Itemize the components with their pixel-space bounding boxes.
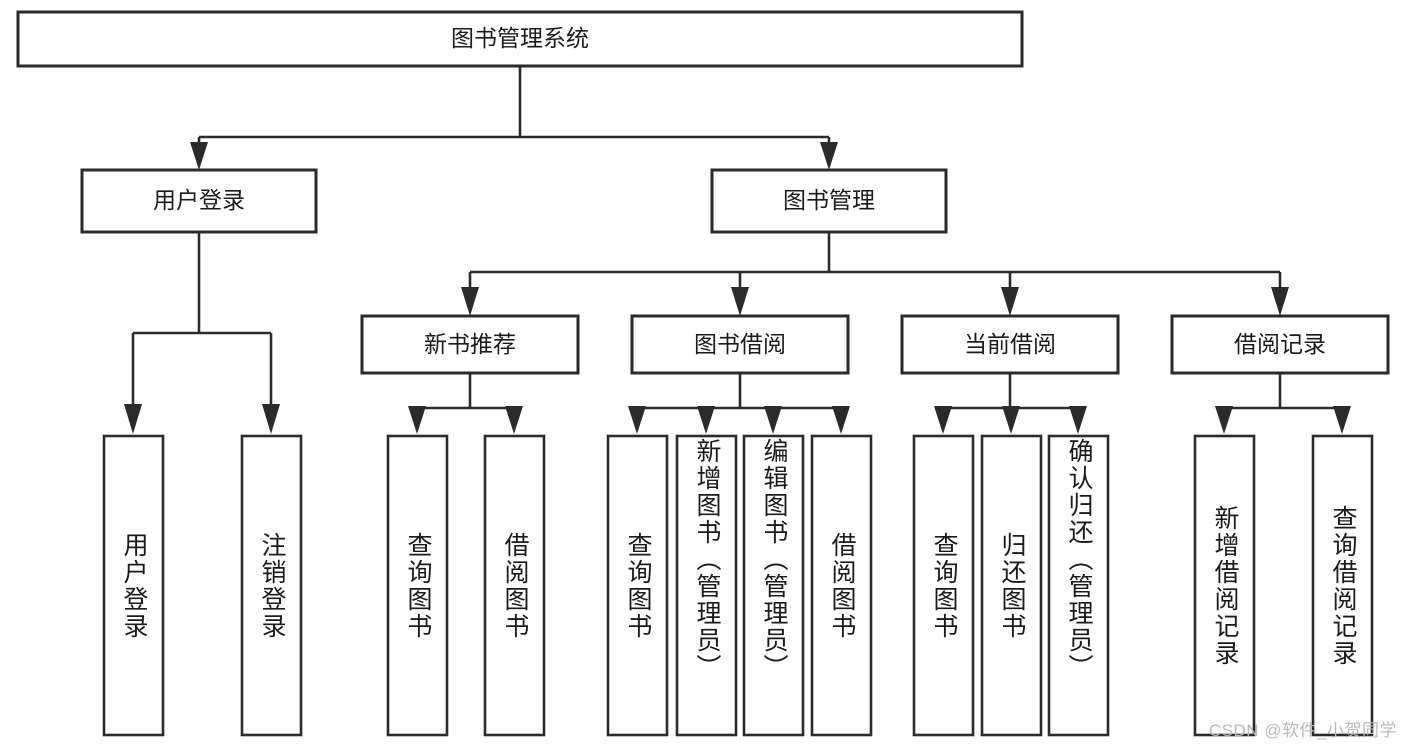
arrow-login-leaf-2 — [262, 404, 280, 434]
node-new-book-recommend[interactable]: 新书推荐 — [360, 314, 580, 375]
node-borrow-record-box — [1170, 314, 1390, 375]
connector-group-current-borrow — [934, 373, 1087, 434]
arrow-root-to-login — [190, 142, 208, 170]
leaf-box-new-book-2[interactable] — [483, 434, 546, 737]
arrow-borrow-leaf-4 — [832, 406, 850, 434]
node-current-borrow[interactable]: 当前借阅 — [900, 314, 1120, 375]
leaf-box-book-borrow-3[interactable] — [742, 434, 805, 737]
arrow-bookmgmt-to-current — [1001, 287, 1019, 316]
arrow-borrow-leaf-1 — [628, 406, 646, 434]
node-user-login-box — [80, 168, 318, 234]
node-current-borrow-box — [900, 314, 1120, 375]
node-book-management-label: 图书管理 — [783, 187, 875, 213]
node-user-login[interactable]: 用户登录 — [80, 168, 318, 234]
arrow-root-to-bookmgmt — [820, 142, 838, 170]
node-current-borrow-label: 当前借阅 — [964, 331, 1056, 357]
node-root[interactable]: 图书管理系统 — [16, 10, 1024, 68]
arrow-newbook-leaf-1 — [408, 406, 426, 434]
arrow-borrow-leaf-2 — [697, 406, 715, 434]
leaf-boxes-book-borrow — [606, 434, 873, 737]
node-borrow-record-label: 借阅记录 — [1234, 331, 1326, 357]
leaf-boxes-current-borrow — [912, 434, 1110, 737]
leaf-boxes-new-book — [386, 434, 546, 737]
node-root-label: 图书管理系统 — [451, 25, 589, 51]
leaf-boxes-borrow-record — [1193, 434, 1374, 737]
arrow-current-leaf-2 — [1002, 406, 1020, 434]
leaf-box-current-borrow-2[interactable] — [980, 434, 1043, 737]
leaf-box-borrow-record-1[interactable] — [1193, 434, 1256, 737]
connector-group-book-mgmt — [461, 232, 1289, 316]
arrow-record-leaf-1 — [1215, 406, 1233, 434]
node-book-borrow-box — [630, 314, 850, 375]
connector-group-borrow-record — [1215, 373, 1351, 434]
node-book-management-box — [710, 168, 948, 234]
connector-group-root — [190, 66, 838, 170]
leaf-box-book-borrow-1[interactable] — [606, 434, 669, 737]
arrow-current-leaf-3 — [1069, 406, 1087, 434]
node-new-book-recommend-label: 新书推荐 — [424, 331, 516, 357]
arrow-record-leaf-2 — [1333, 406, 1351, 434]
arrow-bookmgmt-to-record — [1271, 287, 1289, 316]
connector-group-new-book — [408, 373, 523, 434]
node-root-box — [16, 10, 1024, 68]
leaf-box-current-borrow-3[interactable] — [1047, 434, 1110, 737]
node-book-management[interactable]: 图书管理 — [710, 168, 948, 234]
connector-group-book-borrow — [628, 373, 850, 434]
connector-group-user-login — [124, 232, 280, 434]
leaf-box-user-login-1[interactable] — [102, 434, 165, 737]
arrow-borrow-leaf-3 — [764, 406, 782, 434]
leaf-box-new-book-1[interactable] — [386, 434, 449, 737]
arrow-bookmgmt-to-borrow — [731, 287, 749, 316]
node-book-borrow[interactable]: 图书借阅 — [630, 314, 850, 375]
node-borrow-record[interactable]: 借阅记录 — [1170, 314, 1390, 375]
arrow-newbook-leaf-2 — [505, 406, 523, 434]
arrow-current-leaf-1 — [934, 406, 952, 434]
leaf-box-book-borrow-4[interactable] — [810, 434, 873, 737]
arrow-bookmgmt-to-new-book — [461, 287, 479, 316]
csdn-watermark: CSDN @软件_小贺同学 — [1208, 721, 1397, 740]
leaf-boxes-user-login — [102, 434, 303, 737]
leaf-box-borrow-record-2[interactable] — [1311, 434, 1374, 737]
node-user-login-label: 用户登录 — [153, 187, 245, 213]
node-new-book-recommend-box — [360, 314, 580, 375]
arrow-login-leaf-1 — [124, 404, 142, 434]
leaf-box-book-borrow-2[interactable] — [675, 434, 738, 737]
node-book-borrow-label: 图书借阅 — [694, 331, 786, 357]
leaf-box-current-borrow-1[interactable] — [912, 434, 975, 737]
leaf-box-user-login-2[interactable] — [240, 434, 303, 737]
